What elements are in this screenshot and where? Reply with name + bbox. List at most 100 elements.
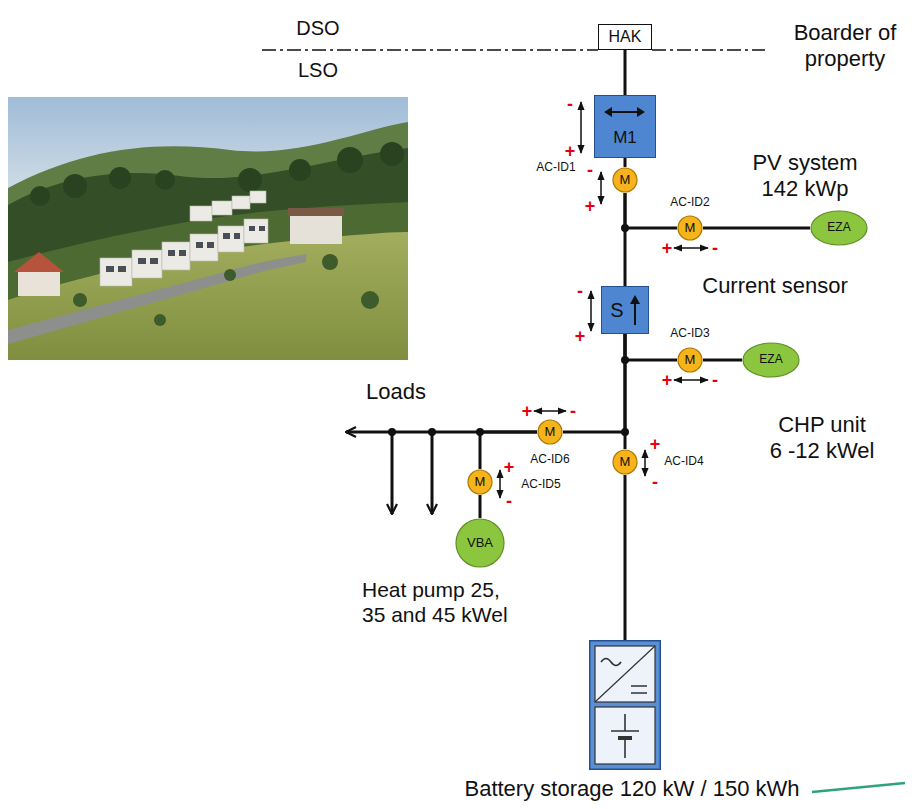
meter-id: AC-ID3 [670,327,709,341]
drawing-part [580,102,582,153]
power-line [625,193,677,228]
meter-letter: M [620,173,631,188]
meter-box: M1 [594,95,656,158]
connectors [480,50,810,640]
shape-fill [678,216,702,240]
drawing-part [18,270,60,296]
drawing-part [207,242,214,248]
drawing-part [644,450,646,476]
polarity-sign: - [577,281,583,302]
windows [106,226,265,272]
brown-building [288,208,344,244]
polarity-sign: + [522,401,533,422]
drawing-part [162,242,190,270]
tree-crowns [30,142,404,206]
meter-circle: MAC-ID5 [467,469,493,495]
unit-code: EZA [827,221,850,235]
polarity-sign: + [504,457,515,478]
meter-letter: M [685,353,696,368]
meter-letter: M [475,475,486,490]
photo-content [8,97,408,360]
shape-outline [589,640,661,770]
drawing-part [249,226,255,231]
meter-circle: MAC-ID6 [537,419,563,445]
box-label: M1 [613,128,637,148]
unit-code: VBA [467,536,493,551]
polarity-sign: + [650,434,661,455]
drawing-part [190,234,218,261]
drawing-part [250,191,266,203]
meter-letter: M [685,221,696,236]
zone-label: LSO [298,59,338,82]
drawing-part [289,159,311,181]
drawing-part [618,736,632,740]
drawing-part [224,269,236,281]
drawing-part [73,293,87,307]
polarity-sign: + [585,196,596,217]
drawing-part [223,233,230,239]
meter-id: AC-ID6 [530,453,569,467]
load-tap [431,432,434,514]
generator-ellipse: EZACHP unit 6 -12 kWel [742,342,800,378]
polarity-sign: - [570,401,576,422]
direction-symbol [630,295,640,304]
drawing-part [138,258,146,264]
direction-arrows [500,102,708,498]
drawing-part [30,186,50,206]
drawing-part [534,410,566,412]
direction-symbol [610,111,639,113]
drawing-part [674,247,708,249]
house-connection-box: HAK [598,24,652,50]
drawing-part [212,201,232,215]
unit-description: CHP unit 6 -12 kWel [770,412,875,464]
shape-fill [743,343,799,377]
polarity-sign: - [712,370,718,391]
unit-code: EZA [759,353,782,367]
far-hill [8,122,408,360]
unit-description: Battery storage 120 kW / 150 kWh [464,776,799,801]
polarity-sign: - [587,160,593,181]
power-line [563,334,625,432]
drawing-part [595,707,655,764]
drawing-part [631,686,647,693]
drawing-part [168,250,175,256]
direction-symbol [634,302,636,325]
polarity-sign: + [565,141,576,162]
drawing-part [244,219,268,243]
drawing-part [100,258,132,286]
terrace-houses [100,191,268,286]
drawing-part [380,142,404,166]
drawing-part [238,168,262,192]
drawing-part [590,291,592,331]
direction-symbol [604,107,645,117]
shape-outline [595,96,657,159]
shape-fill [613,168,637,192]
drawing-part [190,206,212,221]
battery-symbol [590,641,661,770]
power-line [703,227,810,230]
power-line [624,334,627,449]
meter-id: AC-ID2 [670,196,709,210]
border-label: Boarder of property [794,20,897,72]
shape-outline [602,287,650,335]
meter-letter: M [545,425,556,440]
drawing-part [109,167,131,189]
power-line [624,193,627,286]
box-label: S [610,299,623,322]
drawing-part [196,242,203,248]
drawing-part [322,254,338,270]
accent-line [812,783,905,792]
unit-description: PV system 142 kWp [752,150,858,202]
forest [8,148,408,360]
property-border-line [652,49,765,51]
drawing-part [132,250,162,278]
drawing-part [428,428,436,436]
polarity-sign: - [506,491,512,512]
drawing-part [290,214,342,244]
shape-fill [456,519,504,567]
drawing-part [590,641,661,770]
drawing-part [601,659,621,666]
box-label: HAK [609,28,642,46]
